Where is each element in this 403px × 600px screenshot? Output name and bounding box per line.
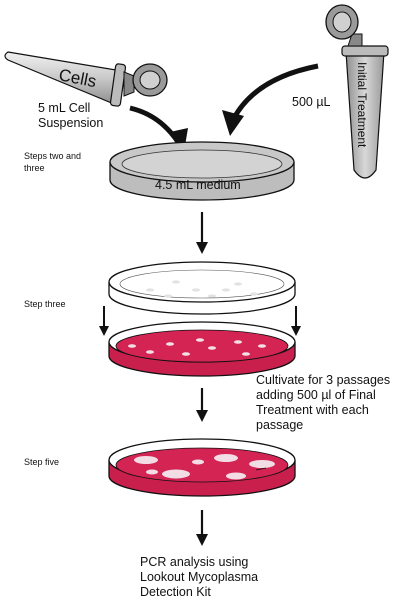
side-arrow-right-head (291, 326, 301, 336)
down-arrow-3-head (196, 534, 208, 546)
pcr-line2: Lookout Mycoplasma (140, 570, 258, 584)
treatment-tube-label: Initial Treatment (355, 62, 369, 148)
cells-tube: Cells (4, 51, 168, 107)
cell-volume-line2: Suspension (38, 116, 103, 130)
step-two-three-line1: Steps two and (24, 151, 81, 161)
dish-culture (108, 321, 296, 377)
pcr-line1: PCR analysis using (140, 555, 248, 569)
medium-label: 4.5 mL medium (155, 178, 241, 192)
cultivate-line1: Cultivate for 3 passages (256, 373, 390, 387)
colony-pointer (255, 467, 267, 471)
step-five-label: Step five (24, 457, 59, 467)
down-arrow-1-head (196, 242, 208, 254)
step-three-label: Step three (24, 299, 66, 309)
dish-medium: 4.5 mL medium (109, 141, 295, 201)
cell-volume-line1: 5 mL Cell (38, 101, 90, 115)
cultivate-line3: Treatment with each (256, 403, 369, 417)
side-arrow-left-head (99, 326, 109, 336)
dish-lid (108, 261, 296, 315)
dish-contaminated (108, 438, 296, 497)
pcr-line3: Detection Kit (140, 585, 211, 599)
treatment-arrow (231, 63, 319, 120)
cells-arrow (129, 105, 181, 144)
step-two-three-line2: three (24, 163, 45, 173)
treatment-tube: Initial Treatment (325, 4, 389, 179)
treatment-volume: 500 µL (292, 95, 331, 109)
cultivate-line2: adding 500 µl of Final (256, 388, 376, 402)
down-arrow-2-head (196, 410, 208, 422)
cultivate-line4: passage (256, 418, 303, 432)
treatment-arrow-head (222, 110, 244, 136)
